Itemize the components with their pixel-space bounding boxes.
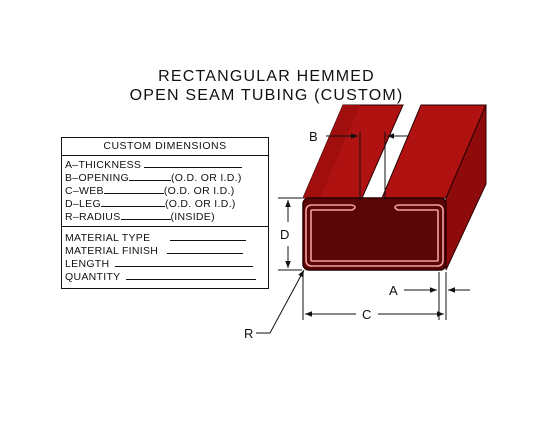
length-blank[interactable]	[114, 257, 253, 267]
form-row-radius: R–RADIUS (INSIDE)	[65, 210, 215, 223]
form-row-label: A–THICKNESS	[65, 159, 142, 171]
quantity-blank[interactable]	[125, 270, 256, 280]
tube-front-face	[302, 197, 447, 271]
radius-blank[interactable]	[120, 210, 171, 220]
form-row-thickness: A–THICKNESS	[65, 158, 243, 171]
form-row-label: MATERIAL FINISH	[65, 245, 159, 257]
form-row-note: (O.D. OR I.D.)	[164, 198, 236, 210]
material-type-blank[interactable]	[169, 231, 246, 241]
form-row-leg: D–LEG (O.D. OR I.D.)	[65, 197, 236, 210]
web-blank[interactable]	[103, 184, 164, 194]
diagram-title-line1: RECTANGULAR HEMMED	[158, 68, 375, 85]
tube-top-face-shade	[303, 105, 360, 198]
form-row-material-finish: MATERIAL FINISH	[65, 244, 244, 257]
form-header: CUSTOM DIMENSIONS	[62, 138, 268, 156]
form-row-note: (INSIDE)	[170, 211, 215, 223]
form-row-label: B–OPENING	[65, 172, 129, 184]
form-row-note: (O.D. OR I.D.)	[163, 185, 235, 197]
material-finish-blank[interactable]	[167, 244, 244, 254]
dimension-label-b: B	[309, 129, 318, 144]
form-row-material-type: MATERIAL TYPE	[65, 231, 246, 244]
form-row-label: R–RADIUS	[65, 211, 121, 223]
form-row-web: C–WEB (O.D. OR I.D.)	[65, 184, 235, 197]
dimension-label-r: R	[244, 326, 253, 341]
form-row-label: C–WEB	[65, 185, 104, 197]
form-row-note: (O.D. OR I.D.)	[170, 172, 242, 184]
leg-blank[interactable]	[100, 197, 165, 207]
form-divider	[62, 226, 268, 227]
form-row-opening: B–OPENING (O.D. OR I.D.)	[65, 171, 242, 184]
form-row-quantity: QUANTITY	[65, 270, 256, 283]
hem-outline	[305, 204, 444, 267]
form-row-label: LENGTH	[65, 258, 110, 270]
custom-dimensions-form: CUSTOM DIMENSIONS A–THICKNESS B–OPENING (…	[61, 137, 269, 289]
form-row-label: D–LEG	[65, 198, 101, 210]
form-row-label: QUANTITY	[65, 271, 121, 283]
dimension-label-c: C	[362, 307, 371, 322]
thickness-blank[interactable]	[144, 158, 243, 168]
opening-blank[interactable]	[128, 171, 171, 181]
diagram-title-line2: OPEN SEAM TUBING (CUSTOM)	[129, 87, 404, 104]
dimension-label-d: D	[280, 227, 289, 242]
form-row-length: LENGTH	[65, 257, 253, 270]
form-row-label: MATERIAL TYPE	[65, 232, 151, 244]
dimension-label-a: A	[389, 283, 398, 298]
